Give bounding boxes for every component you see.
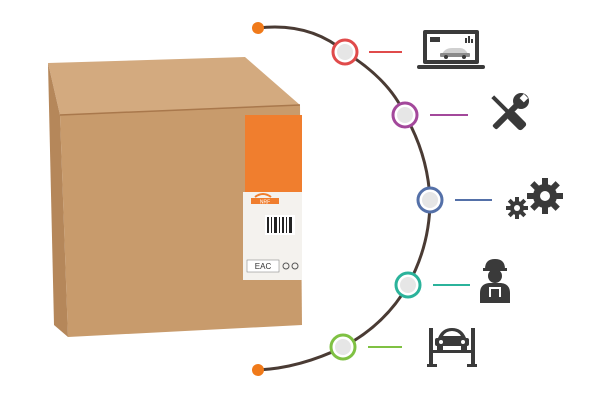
laptop-car-diagnostics-icon: [417, 28, 485, 74]
svg-text:EAC: EAC: [255, 262, 272, 271]
step-node-3: [416, 186, 492, 214]
arc-start-dot: [252, 22, 264, 34]
mechanic-icon: [477, 257, 513, 305]
step-node-2: [391, 101, 468, 129]
gears-icon: [503, 176, 567, 222]
box-orange-label: [245, 115, 302, 192]
barcode-icon: [265, 215, 295, 235]
arc-end-dot: [252, 364, 264, 376]
car-lift-icon: [427, 322, 477, 368]
svg-text:NRF: NRF: [260, 200, 270, 206]
certification-marks: EAC: [246, 259, 299, 273]
wrench-screwdriver-icon: [484, 90, 534, 136]
cardboard-box: NRF EAC: [48, 57, 302, 337]
brand-logo: NRF: [251, 193, 279, 206]
step-node-1: [331, 38, 402, 66]
step-node-5: [329, 333, 402, 361]
step-node-4: [394, 271, 470, 299]
